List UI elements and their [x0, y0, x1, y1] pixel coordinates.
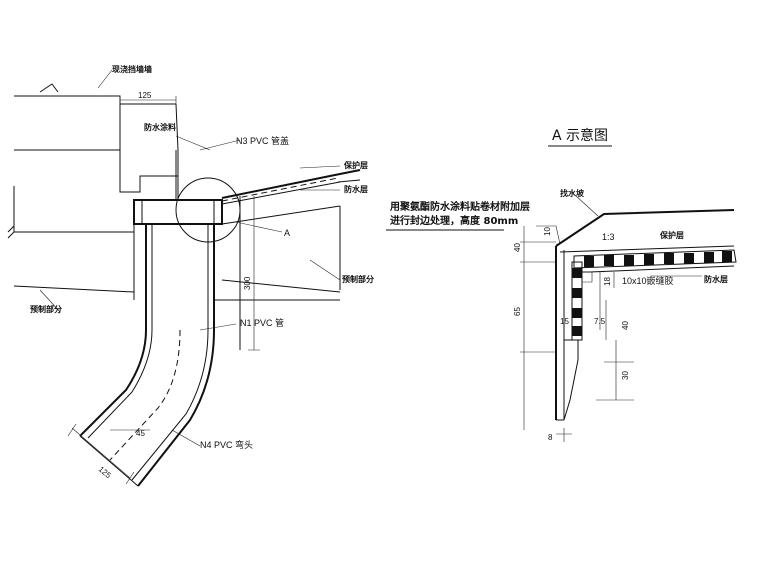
note-line2: 进行封边处理，高度 80mm: [390, 214, 518, 227]
note-line1: 用聚氨酯防水涂料贴卷材附加层: [389, 200, 530, 213]
left-detail: [7, 69, 361, 487]
dim-30: 30: [621, 371, 630, 380]
waterproof-label-left: 防水层: [344, 184, 368, 194]
slope-label: 找水坡: [560, 188, 585, 198]
vertical-hatching: [572, 268, 582, 336]
dim-18: 18: [603, 277, 612, 286]
detail-a-title: A 示意图: [552, 127, 608, 144]
right-detail: [386, 145, 737, 442]
dim-40-right: 40: [621, 321, 630, 330]
n1-label: N1 PVC 管: [240, 317, 284, 328]
wall-label: 现浇挡墙墙: [112, 64, 152, 74]
dim-10: 10: [543, 227, 552, 236]
dim-8: 8: [548, 433, 553, 442]
protection-hatching: [584, 251, 732, 267]
dim-7-5: 7.5: [594, 317, 606, 326]
precast-left-label: 预制部分: [30, 304, 62, 314]
precast-right-label: 预制部分: [342, 274, 374, 284]
slope-ratio: 1:3: [602, 232, 615, 242]
dim-300: 300: [243, 276, 252, 290]
dim-40-top: 40: [513, 243, 522, 252]
n4-label: N4 PVC 弯头: [200, 439, 253, 450]
callout-a: A: [284, 228, 290, 238]
dim-65: 65: [513, 307, 522, 316]
dim-45: 45: [136, 429, 145, 438]
waterproof-label-right: 防水层: [704, 274, 728, 284]
dim-125-top: 125: [138, 91, 152, 100]
protect-label-left: 保护层: [343, 160, 368, 170]
dim-125-bottom: 125: [97, 465, 113, 481]
n3-label: N3 PVC 管盖: [236, 135, 289, 146]
sealant-label: 10x10嵌缝胶: [622, 275, 674, 286]
protect-label-right: 保护层: [659, 230, 684, 240]
coating-label: 防水涂料: [144, 122, 176, 132]
dim-15: 15: [560, 317, 569, 326]
